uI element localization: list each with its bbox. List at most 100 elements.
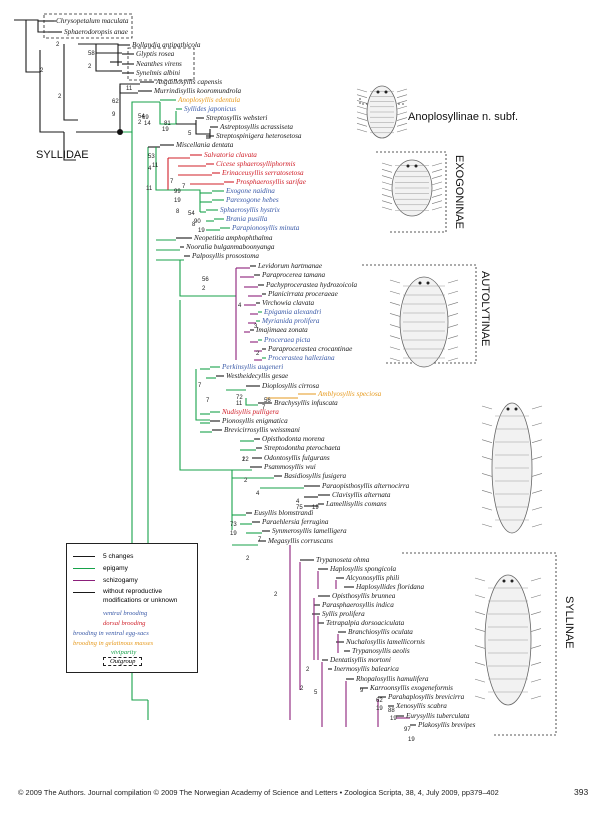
taxon-label: Branchiosyllis oculata — [348, 628, 413, 636]
node-support-label: 5 — [188, 131, 192, 137]
node-support-label: 7 — [198, 383, 202, 389]
internal-branch — [95, 44, 110, 72]
internal-branch — [179, 260, 236, 297]
taxon-label: Psammosyllis wui — [263, 463, 316, 471]
node-support-label: 19 — [198, 228, 205, 234]
node-support-label: 11 — [126, 86, 133, 92]
node-support-label: 4 — [148, 166, 152, 172]
taxon-label: Dioplosyllis cirrosa — [261, 382, 319, 390]
node-support-label: 12 — [242, 457, 249, 463]
taxon-label: Brevicirrosyllis weissmani — [224, 426, 300, 434]
node-support-label: 19 — [174, 198, 181, 204]
node-support-label: 99 — [174, 189, 181, 195]
taxon-label: Nuchalosyllis lamellicornis — [345, 638, 425, 646]
internal-branch — [119, 86, 138, 94]
node-support-label: 5 — [314, 690, 318, 696]
node-support-label: 56 — [202, 277, 209, 283]
node-support-label: 72 — [236, 395, 243, 401]
legend-ventral-brooding: ventral brooding — [103, 610, 148, 617]
taxon-label: Westheideсyllis gesae — [226, 372, 289, 380]
taxon-label: Cicese sphaerosylliphormis — [216, 160, 296, 168]
taxon-label: Nudisyllis pulligera — [221, 408, 279, 416]
taxon-label: Synmerosyllis lamelligera — [272, 527, 347, 535]
taxon-label: Imajimaea zonata — [255, 326, 308, 334]
internal-branch — [155, 147, 168, 191]
node-support-label: 90 — [194, 219, 201, 225]
taxon-label: Trypanoseta ohma — [316, 556, 370, 564]
taxon-label: Parahaplosyllis brevicirra — [387, 693, 465, 701]
node-support-label: 81 — [164, 121, 171, 127]
taxon-label: Paraprocerea tamana — [261, 271, 326, 279]
taxon-label: Virchowia clavata — [262, 299, 315, 307]
taxon-label: Clavisyllis alternata — [332, 491, 391, 499]
taxon-label: Sphaerodoropsis anae — [64, 28, 129, 36]
outgroup-dashed-box — [127, 47, 195, 81]
legend-item-schizogamy: schizogamy — [73, 575, 138, 585]
taxon-label: Opisthodonta morena — [262, 435, 325, 443]
taxon-label: Brachysyllis infuscata — [274, 399, 338, 407]
taxon-label: Parapionosyllis minuta — [231, 224, 300, 232]
taxon-label: Procerastea halleziana — [267, 354, 335, 362]
syllinae-lower-worm-illustration — [474, 574, 542, 706]
page-footer: © 2009 The Authors. Journal compilation … — [18, 788, 499, 797]
node-support-label: 3 — [254, 324, 258, 330]
taxon-label: Streptosyllis websteri — [206, 114, 267, 122]
taxon-label: Opisthosyllis brunnea — [332, 592, 396, 600]
internal-branch — [168, 189, 201, 212]
node-support-label: 11 — [146, 186, 153, 192]
taxon-label: Megasyllis corruscans — [267, 537, 333, 545]
taxon-label: Trypanosyllis aeolis — [352, 647, 410, 655]
taxon-label: Syllides japonicus — [184, 105, 236, 113]
taxon-label: Prosphaerosyllis sarifae — [235, 178, 307, 186]
taxon-label: Salvatoria clavata — [204, 151, 257, 159]
taxon-label: Pionosyllis enigmatica — [221, 417, 288, 425]
node-support-label: 4 — [296, 499, 300, 505]
node-support-label: 73 — [230, 522, 237, 528]
internal-branch — [176, 120, 197, 125]
taxon-label: Tetrapalpia dorsoaciculata — [326, 619, 405, 627]
legend-gelatinous-masses: brooding in gelatinous masses — [73, 640, 154, 647]
node-support-label: 19 — [162, 127, 169, 133]
clade-bracket — [376, 151, 447, 233]
node-support-label: 11 — [152, 163, 159, 169]
taxon-label: Eurysyllis tuberculata — [405, 712, 470, 720]
internal-branch — [195, 124, 210, 135]
taxon-label: Perkinsyllis augeneri — [221, 363, 283, 371]
internal-branch — [179, 300, 196, 471]
clade-label-anoplosyllinae: Anoplosyllinae n. subf. — [408, 111, 518, 123]
internal-branch — [78, 43, 119, 66]
exogoninae-worm-illustration — [381, 159, 443, 217]
taxon-label: Epigamia alexandri — [263, 308, 321, 316]
node-support-label: 58 — [88, 51, 95, 57]
node-support-label: 19 — [390, 716, 397, 722]
taxon-label: Anguillosyllis capensis — [155, 78, 222, 86]
node-support-label: 62 — [376, 698, 383, 704]
taxon-label: Amblyosyllis speciosa — [317, 390, 382, 398]
legend-item-epigamy: epigamy — [73, 563, 128, 573]
legend-viviparity: viviparity — [111, 649, 137, 656]
autolytinae-worm-illustration — [389, 276, 459, 368]
node-support-label: 4 — [256, 491, 260, 497]
node-support-label: 4 — [238, 303, 242, 309]
taxon-label: Pachyprocerastea hydrozoicola — [265, 281, 357, 289]
clade-label-syllinae: SYLLINAE — [563, 596, 575, 649]
syllinae-upper-worm-illustration — [481, 402, 543, 534]
outgroup-dashed-box — [43, 13, 133, 39]
taxon-label: Inermosyllis balearica — [333, 665, 399, 673]
node-support-label: 2 — [138, 120, 142, 126]
node-support-label: 2 — [40, 68, 44, 74]
node-support-label: 2 — [244, 478, 248, 484]
taxon-label: Palposyllis prosostoma — [191, 252, 259, 260]
internal-branch — [206, 129, 211, 139]
clade-labels: SYLLIDAE Anoplosyllinae n. subf. EXOGONI… — [36, 111, 575, 649]
taxon-label: Paraopisthosyllis alternocirra — [321, 482, 410, 490]
tree-branches — [14, 19, 416, 727]
node-support-label: 2 — [300, 686, 304, 692]
node-support-label: 2 — [242, 457, 246, 463]
taxon-label: Neopetitia amphophthalma — [193, 234, 273, 242]
taxon-label: Syllis prolifera — [322, 610, 365, 618]
node-support-label: 19 — [376, 706, 383, 712]
node-support-label: 7 — [258, 537, 262, 543]
node-support-label: 7 — [170, 179, 174, 185]
